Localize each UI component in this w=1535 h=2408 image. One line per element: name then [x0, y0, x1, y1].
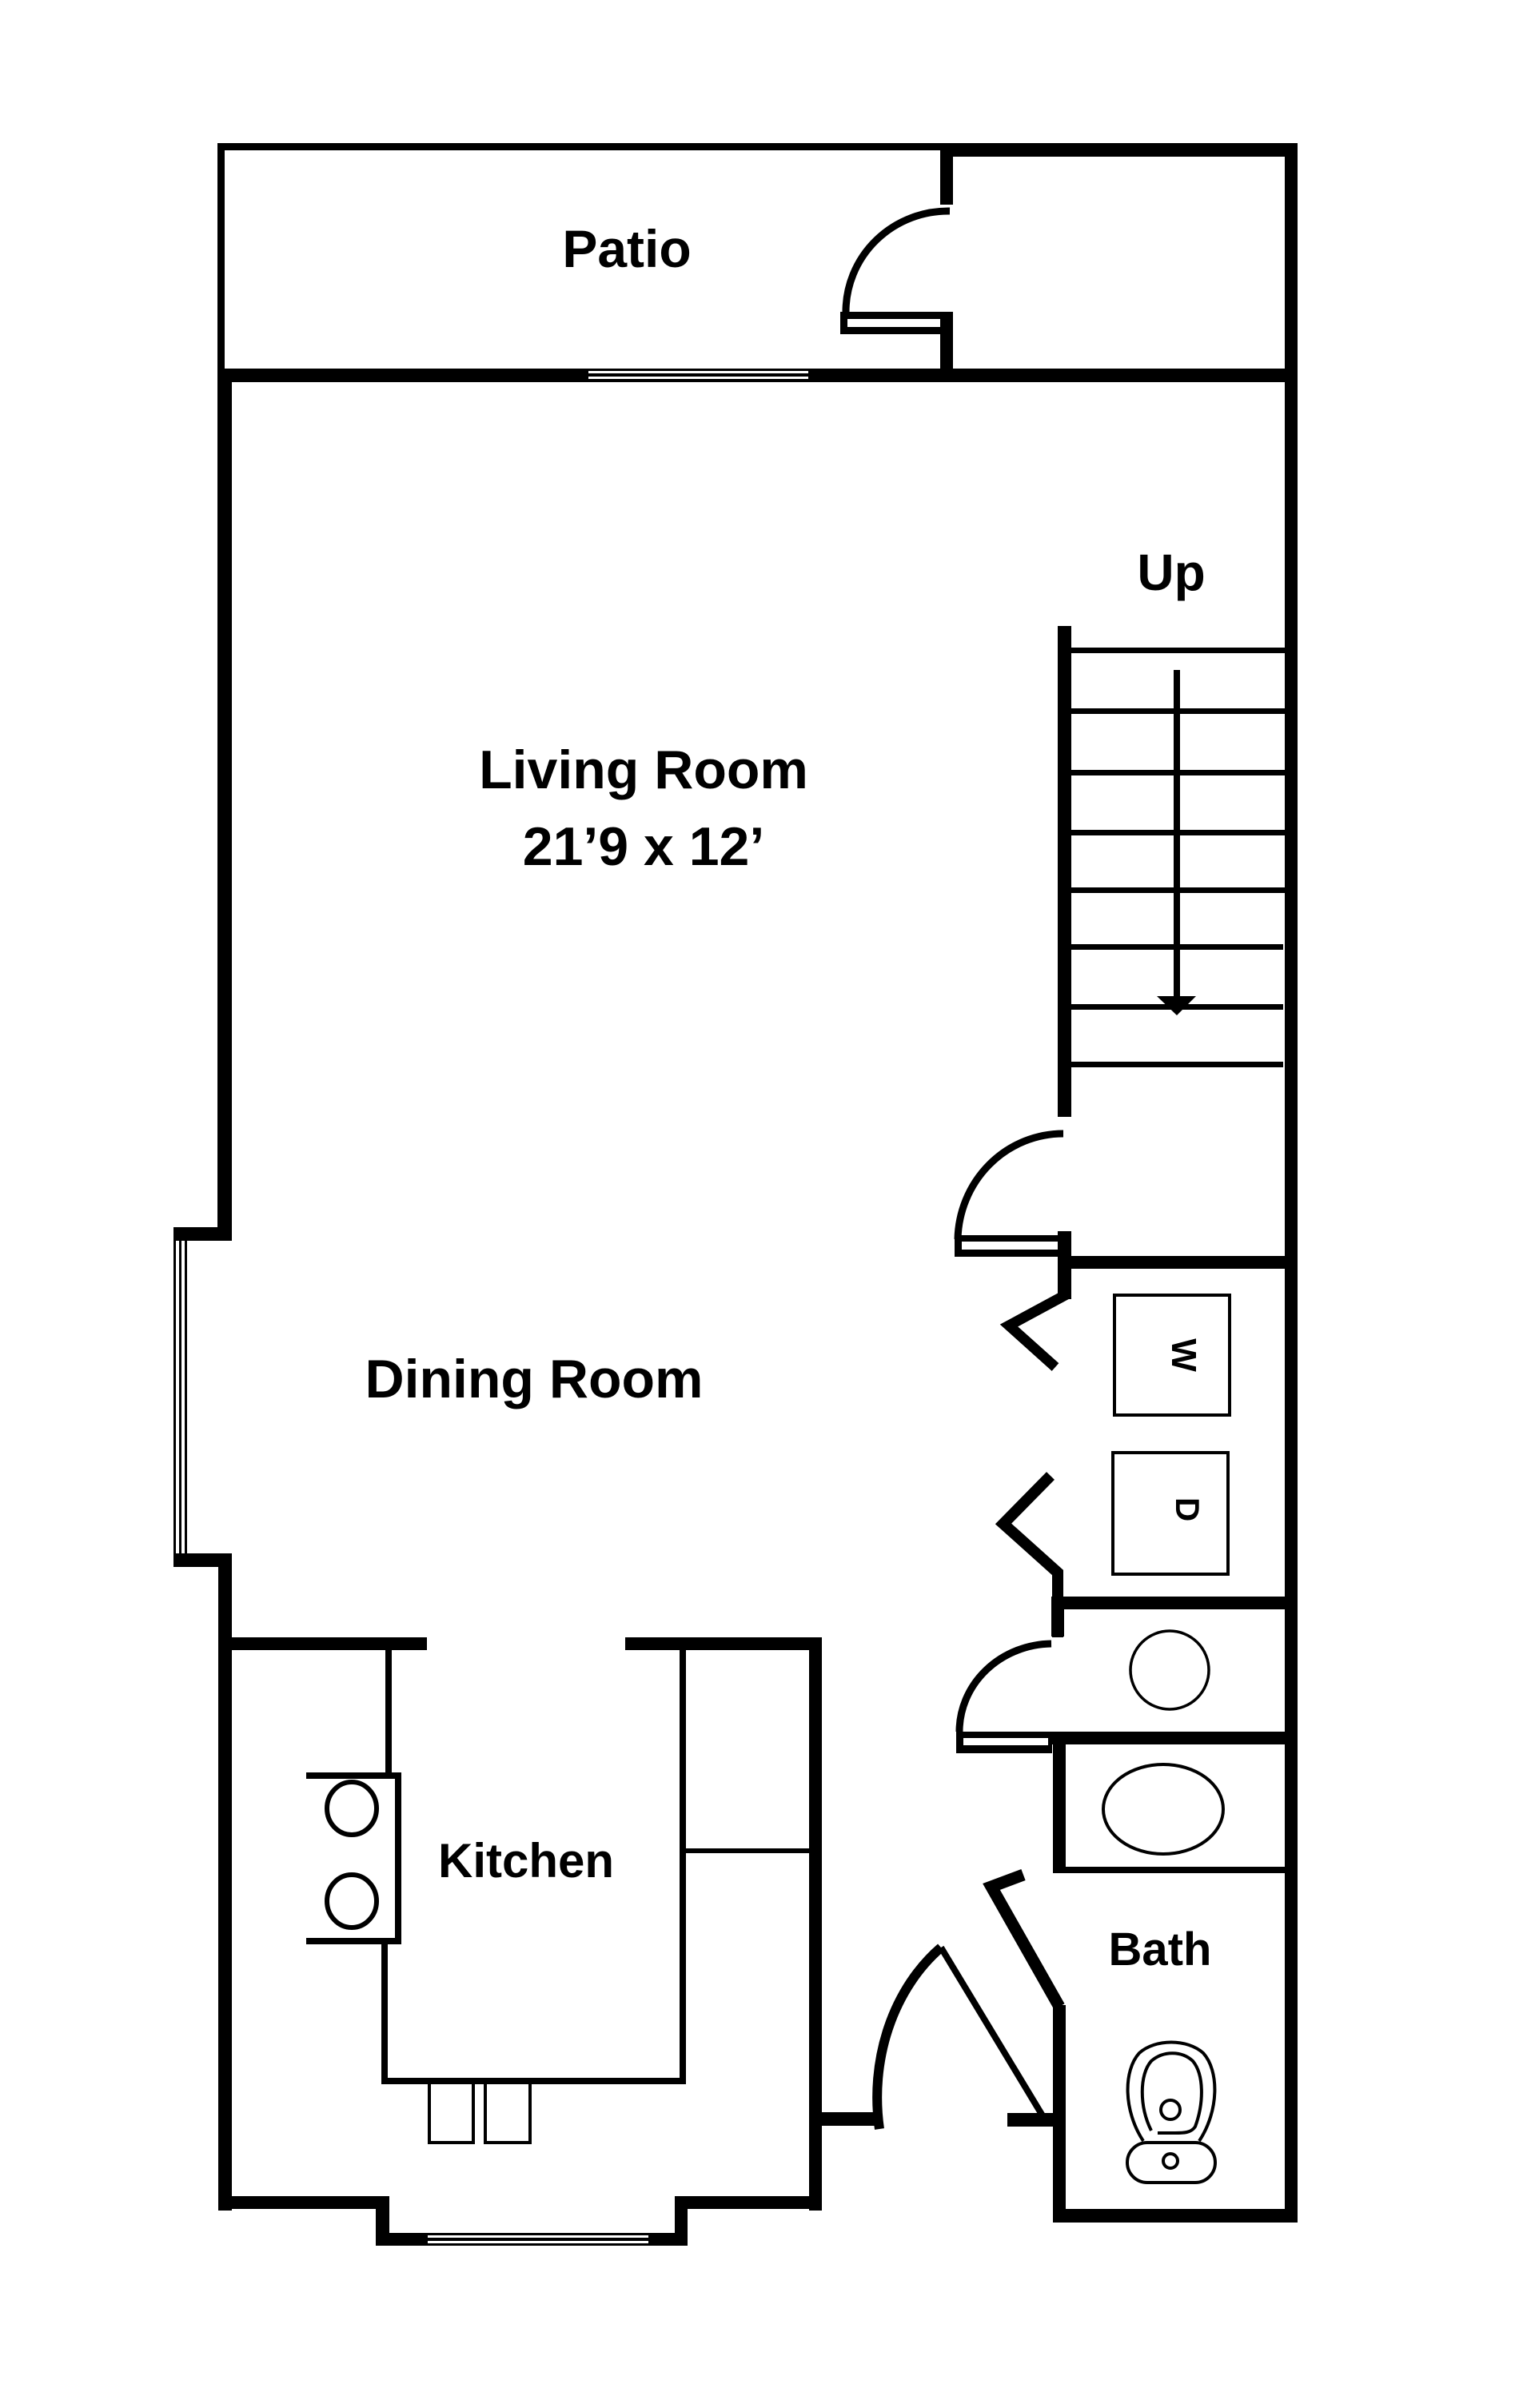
kitchen-window [428, 2235, 648, 2243]
storage-divider-upper [940, 143, 953, 205]
entry-wall-stub-left [822, 2112, 875, 2126]
dryer: D [1111, 1451, 1230, 1576]
left-outer-wall-upper [217, 369, 232, 1237]
washer-label: W [1164, 1338, 1203, 1372]
patio-left-wall [217, 143, 225, 375]
tub-left-wall [1053, 1732, 1066, 1873]
living-room-dimensions: 21’9 x 12’ [523, 816, 764, 877]
vanity-bottom-wall [1051, 1732, 1285, 1744]
bath-room [983, 1868, 1298, 2223]
bay-window [173, 1241, 187, 1553]
entry-wall-stub-right [1007, 2113, 1055, 2127]
right-outer-wall [1285, 143, 1298, 2223]
toilet-icon [1126, 2040, 1217, 2184]
staircase [1058, 626, 1285, 1117]
kitchen-room [218, 1637, 822, 2246]
kitchen-right-wall [809, 1637, 822, 2211]
storage-door[interactable] [840, 207, 953, 334]
bathtub-area [1053, 1732, 1285, 1873]
counter-right-edge [680, 1650, 686, 2084]
sink-icon [1129, 1629, 1210, 1711]
sliding-glass-door[interactable] [588, 371, 808, 379]
kitchen-bottom-wall-left [218, 2196, 389, 2209]
kitchen-label: Kitchen [438, 1834, 614, 1888]
tub-basin-icon [1102, 1763, 1225, 1856]
vanity-door-post [1051, 1597, 1064, 1637]
stove-icon [306, 1772, 401, 1944]
tub-bottom-wall [1053, 1867, 1285, 1873]
counter-bottom-edge [381, 2078, 686, 2084]
dryer-label: D [1169, 1497, 1206, 1521]
kitchen-bottom-wall-right [675, 2196, 822, 2209]
bifold-door-upper[interactable] [999, 1289, 1071, 1371]
bath-door[interactable] [983, 1868, 1065, 2010]
counter-left-lower-edge [381, 1941, 388, 2083]
vanity-door[interactable] [955, 1640, 1052, 1753]
kitchen-bay-bottom [376, 2233, 688, 2246]
bay-window-top [173, 1227, 232, 1241]
laundry-bottom-wall [1064, 1597, 1285, 1609]
stair-wall [1058, 626, 1071, 1117]
kitchen-top-wall-right [625, 1637, 822, 1650]
bath-bottom-wall [1053, 2209, 1298, 2223]
bath-left-wall [1053, 2005, 1066, 2223]
counter-divider [686, 1848, 809, 1853]
patio-label: Patio [562, 219, 691, 278]
entry [822, 1944, 1055, 2130]
washer: W [1113, 1294, 1231, 1417]
patio-top-wall [217, 143, 940, 150]
bath-label: Bath [1109, 1924, 1212, 1975]
vanity-area [1051, 1597, 1285, 1744]
kitchen-top-wall-left [232, 1637, 427, 1650]
dining-room-label: Dining Room [365, 1349, 703, 1409]
entry-door[interactable] [872, 1944, 1047, 2130]
laundry-top-wall [1071, 1256, 1285, 1269]
storage-top-wall [940, 143, 1298, 157]
bay-window-bottom [173, 1553, 232, 1567]
kitchen-sink-icon [428, 2080, 532, 2144]
closet-door[interactable] [954, 1130, 1071, 1299]
stair-direction-arrow-icon [1157, 670, 1196, 1015]
living-room-label: Living Room [479, 740, 808, 800]
outer-walls [173, 143, 1298, 2223]
laundry-closet: W D [995, 1256, 1285, 1637]
left-outer-wall-lower [218, 1553, 232, 2211]
stairs-up-label: Up [1137, 544, 1205, 601]
counter-left-upper-edge [385, 1637, 392, 1773]
patio-living-wall [217, 369, 1298, 382]
patio-area [217, 143, 1298, 376]
